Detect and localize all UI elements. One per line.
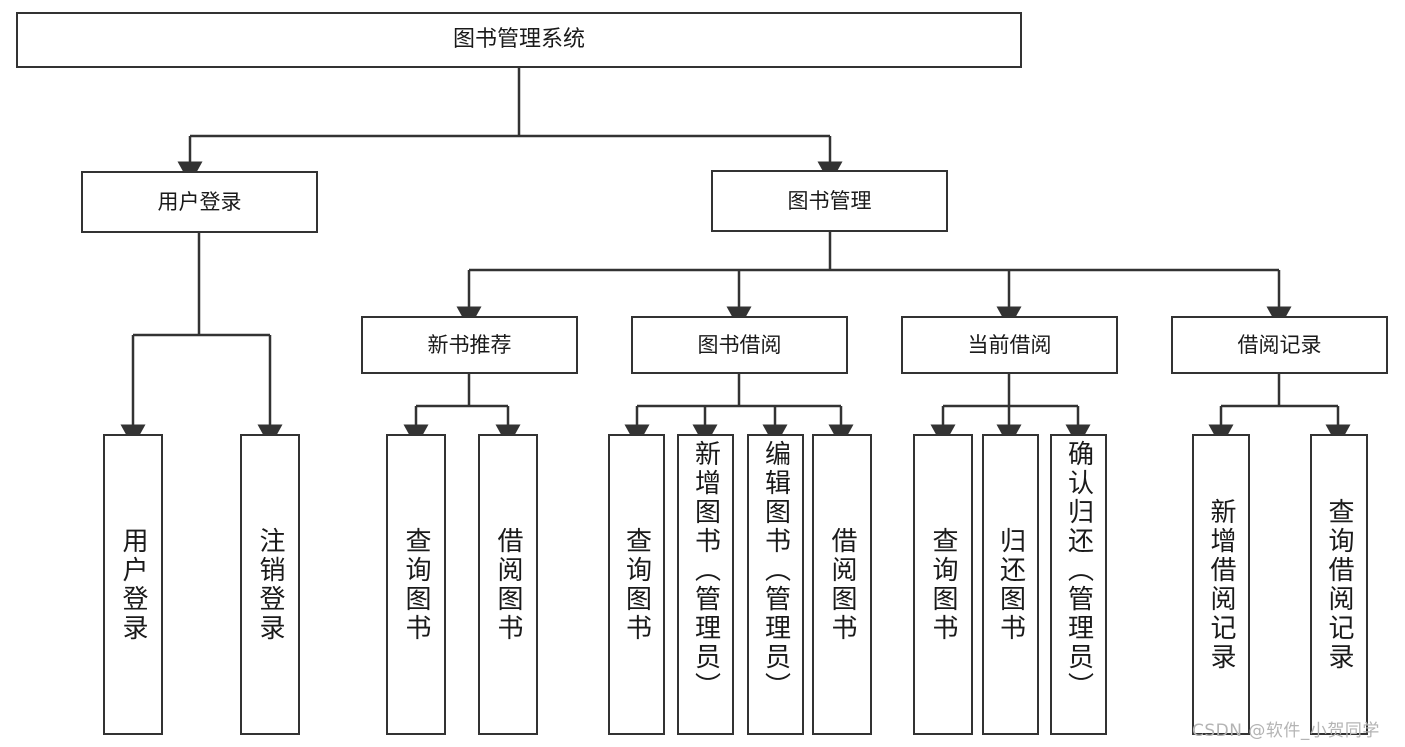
node-leaf-user-login[interactable]: 用户登录 [103,434,163,735]
node-new-book-recommend[interactable]: 新书推荐 [361,316,578,374]
node-label: 新书推荐 [427,332,512,357]
node-label: 借阅图书 [827,526,857,643]
node-leaf-edit-book-admin[interactable]: 编辑图书（管理员） [747,434,804,735]
node-leaf-return-book[interactable]: 归还图书 [982,434,1039,735]
node-leaf-add-borrow-record[interactable]: 新增借阅记录 [1192,434,1250,735]
node-leaf-query-book-current[interactable]: 查询图书 [913,434,973,735]
node-leaf-logout[interactable]: 注销登录 [240,434,300,735]
node-user-login[interactable]: 用户登录 [81,171,318,233]
node-label: 注销登录 [255,526,285,643]
node-label: 查询图书 [928,526,958,643]
csdn-watermark: CSDN @软件_小贺同学 [1192,721,1380,741]
node-leaf-borrow-book-recommend[interactable]: 借阅图书 [478,434,538,735]
node-leaf-query-book-recommend[interactable]: 查询图书 [386,434,446,735]
node-leaf-query-book-borrow[interactable]: 查询图书 [608,434,665,735]
node-label: 当前借阅 [967,332,1052,357]
node-label: 图书管理 [787,188,872,213]
node-label: 图书管理系统 [452,27,585,53]
node-label: 归还图书 [995,526,1026,643]
node-borrow-record[interactable]: 借阅记录 [1171,316,1388,374]
node-label: 确认归还（管理员） [1063,440,1094,701]
node-root-system[interactable]: 图书管理系统 [16,12,1022,68]
node-label: 编辑图书（管理员） [760,440,791,701]
node-current-borrow[interactable]: 当前借阅 [901,316,1118,374]
node-label: 查询借阅记录 [1324,497,1354,672]
node-label: 借阅记录 [1237,332,1322,357]
node-label: 用户登录 [118,526,148,643]
node-label: 图书借阅 [697,332,782,357]
node-leaf-query-borrow-record[interactable]: 查询借阅记录 [1310,434,1368,735]
node-label: 查询图书 [401,526,431,643]
node-label: 查询图书 [621,526,652,643]
node-label: 用户登录 [157,189,242,214]
node-label: 新增图书（管理员） [690,440,721,701]
node-label: 借阅图书 [493,526,523,643]
node-book-management[interactable]: 图书管理 [711,170,948,232]
node-label: 新增借阅记录 [1206,497,1236,672]
node-leaf-borrow-book-action[interactable]: 借阅图书 [812,434,872,735]
node-book-borrow[interactable]: 图书借阅 [631,316,848,374]
node-leaf-add-book-admin[interactable]: 新增图书（管理员） [677,434,734,735]
node-leaf-confirm-return-admin[interactable]: 确认归还（管理员） [1050,434,1107,735]
